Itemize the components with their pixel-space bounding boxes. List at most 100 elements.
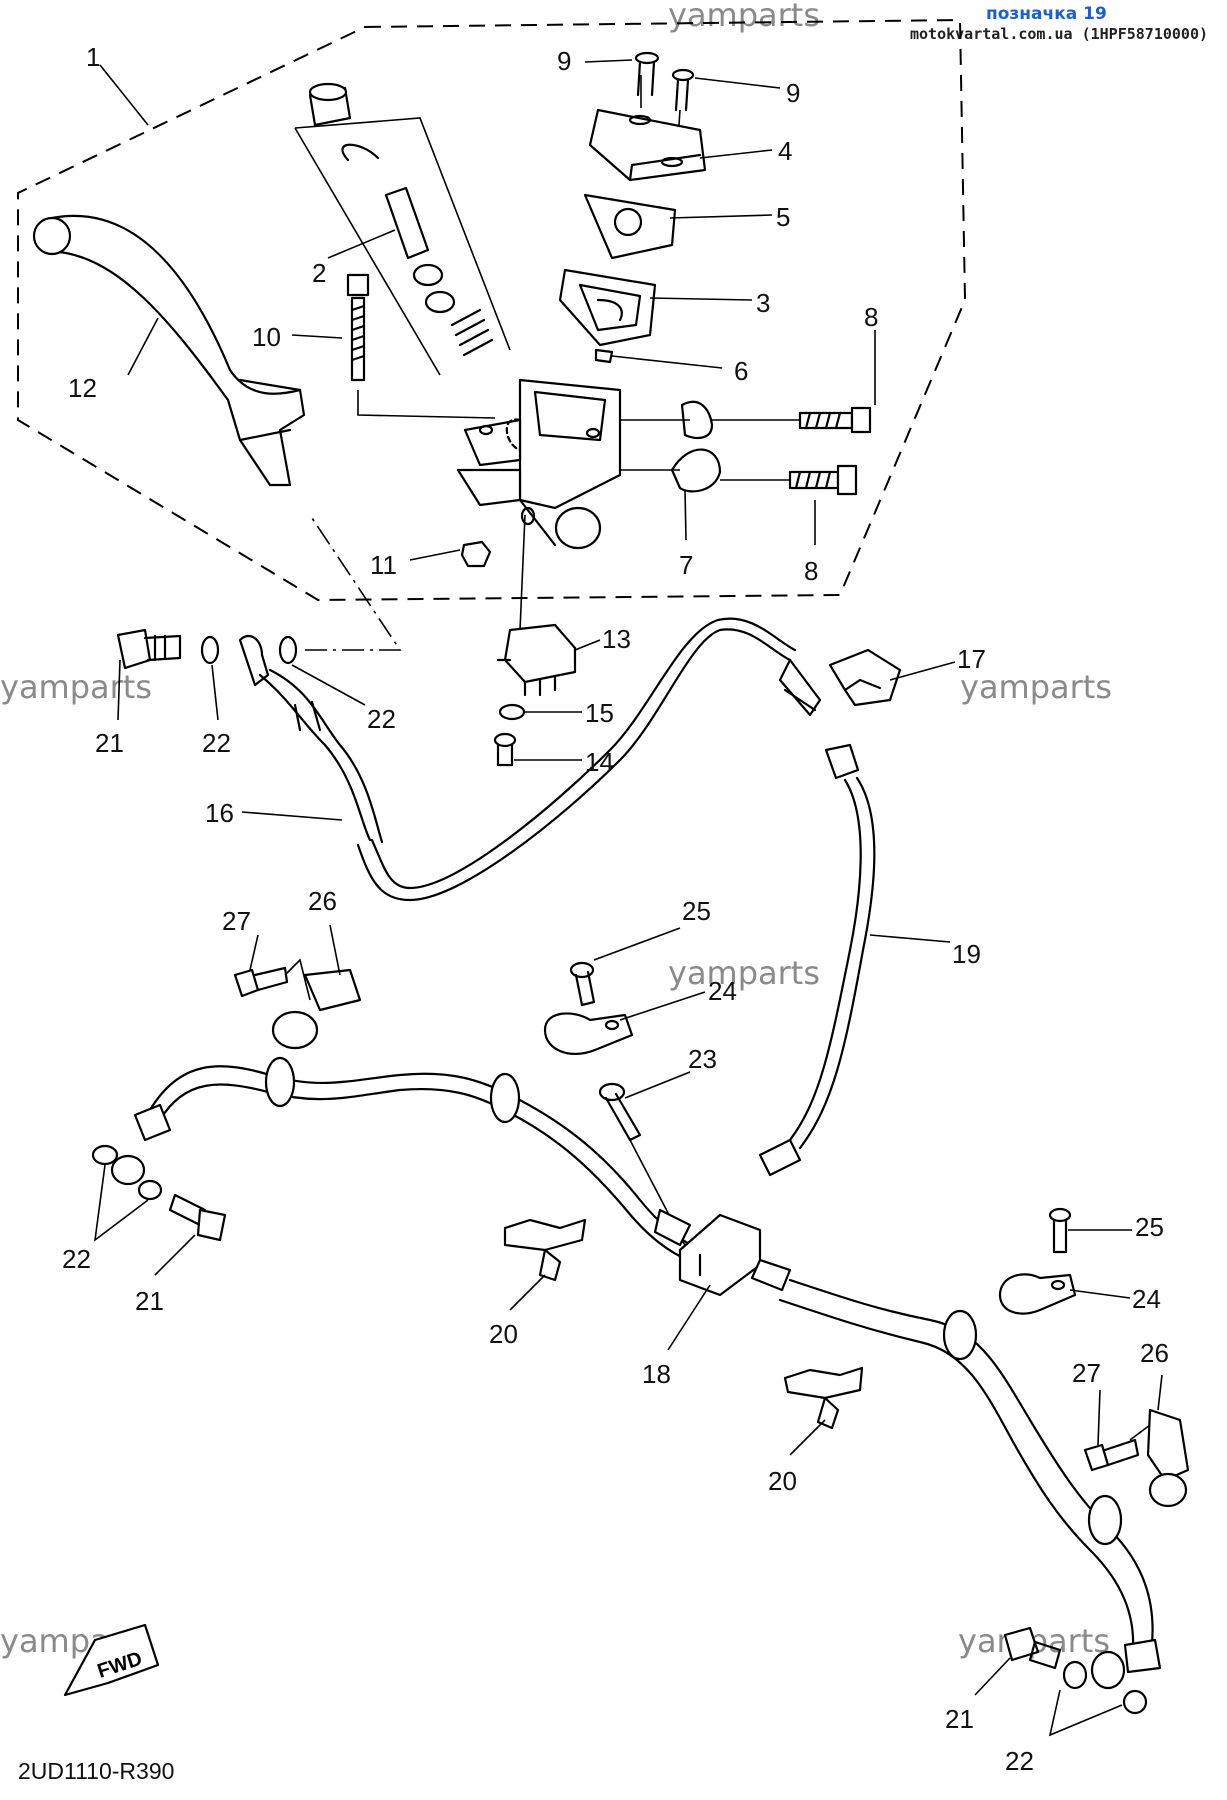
clamp-24 (543, 1012, 634, 1055)
leader-20b (789, 1419, 826, 1456)
callout-22: 22 (202, 728, 231, 758)
leader-22c (93, 1164, 149, 1242)
callout-12: 12 (68, 373, 97, 403)
leader-5 (669, 214, 773, 219)
callout-13: 13 (602, 624, 631, 654)
callout-26: 26 (308, 886, 337, 916)
brake-joint-18 (653, 1208, 792, 1297)
watermark: yamparts (668, 0, 820, 34)
brake-hose-16 (238, 617, 822, 902)
callout-17: 17 (957, 644, 986, 674)
clamp-bolt-8 (712, 406, 872, 496)
callout-1: 1 (86, 42, 100, 72)
callout-16: 16 (205, 798, 234, 828)
banjo-fitting (110, 1154, 146, 1186)
leader-9a (584, 59, 633, 63)
leader-18 (667, 1284, 711, 1351)
callout-9: 9 (786, 78, 800, 108)
washer-15 (498, 703, 526, 721)
callout-4: 4 (778, 136, 792, 166)
bolt-25 (1048, 1207, 1072, 1254)
handlebar-clamp (620, 400, 722, 493)
leader-11 (409, 549, 461, 561)
callout-25: 25 (682, 896, 711, 926)
bolt-10 (346, 273, 496, 419)
washer-22 (200, 635, 220, 665)
watermark: yamparts (960, 668, 1112, 706)
callout-24: 24 (1132, 1284, 1161, 1314)
brake-switch (496, 514, 577, 697)
leader-21a (117, 659, 121, 721)
leader-27a (249, 934, 259, 971)
clamp-24 (998, 1273, 1077, 1315)
bolt-23 (598, 1082, 691, 1256)
watermark: yamparts (0, 668, 152, 706)
axis-line (305, 514, 402, 651)
leader-23 (624, 1071, 691, 1099)
leader-7 (684, 489, 687, 541)
leader-27b (1097, 1389, 1101, 1446)
callout-11: 11 (370, 550, 397, 580)
front-brake-hose (133, 1056, 702, 1264)
leader-4 (699, 149, 773, 159)
union-bolt-21 (168, 1193, 227, 1242)
washer-22 (1122, 1689, 1148, 1715)
callout-10: 10 (252, 322, 281, 352)
callout-21: 21 (95, 728, 124, 758)
bolt-25 (569, 961, 596, 1007)
leader-9b (694, 77, 781, 89)
nut-11 (460, 540, 492, 568)
master-cylinder-assembly-boundary (17, 18, 967, 602)
brake-pipe-19 (758, 743, 876, 1177)
leader-24b (1069, 1289, 1131, 1299)
hose-clip-20 (503, 1218, 587, 1282)
leader-1 (99, 64, 149, 126)
leader-10 (291, 334, 343, 339)
callout-20: 20 (768, 1466, 797, 1496)
hose-clip-20 (783, 1366, 864, 1430)
leader-19 (869, 934, 951, 943)
reservoir-cap (588, 108, 707, 182)
callout-14: 14 (585, 747, 614, 777)
callout-18: 18 (642, 1359, 671, 1389)
callout-21: 21 (945, 1704, 974, 1734)
callout-27: 27 (222, 906, 251, 936)
diaphragm-plate (583, 193, 677, 260)
leader-12 (127, 317, 159, 376)
diagram-tag: позначка 19 (986, 4, 1107, 24)
diagram-code: 2UD1110-R390 (18, 1758, 175, 1784)
leader-21c (974, 1657, 1011, 1696)
screw-14 (493, 732, 517, 767)
callout-2: 2 (312, 258, 326, 288)
leader-16 (241, 811, 343, 821)
leader-24a (619, 991, 706, 1021)
union-bolt-21 (116, 628, 182, 670)
washer-22 (137, 1179, 163, 1201)
leader-26b (1157, 1374, 1163, 1411)
callout-26: 26 (1140, 1338, 1169, 1368)
leader-21b (154, 1234, 196, 1276)
leader-22b (291, 664, 366, 706)
clamp-26 (271, 958, 362, 1050)
hose-clip-17 (828, 648, 902, 707)
source-label: motokvartal.com.ua (1HPF58710000) (910, 25, 1209, 43)
watermark: yamparts (668, 954, 820, 992)
leader-2 (327, 229, 396, 259)
callout-19: 19 (952, 939, 981, 969)
bolt-27 (1083, 1438, 1140, 1472)
callout-8: 8 (804, 556, 818, 586)
callout-27: 27 (1072, 1358, 1101, 1388)
leader-22a (211, 664, 219, 721)
bolt-27 (233, 966, 289, 998)
leader-17 (889, 661, 956, 681)
washer-22 (1062, 1660, 1088, 1690)
front-brake-hose (778, 1278, 1162, 1674)
callout-21: 21 (135, 1286, 164, 1316)
callout-23: 23 (688, 1044, 717, 1074)
leader-13 (574, 639, 601, 651)
callout-22: 22 (367, 704, 396, 734)
brake-lever (32, 214, 306, 487)
callout-20: 20 (489, 1319, 518, 1349)
callout-6: 6 (734, 356, 748, 386)
